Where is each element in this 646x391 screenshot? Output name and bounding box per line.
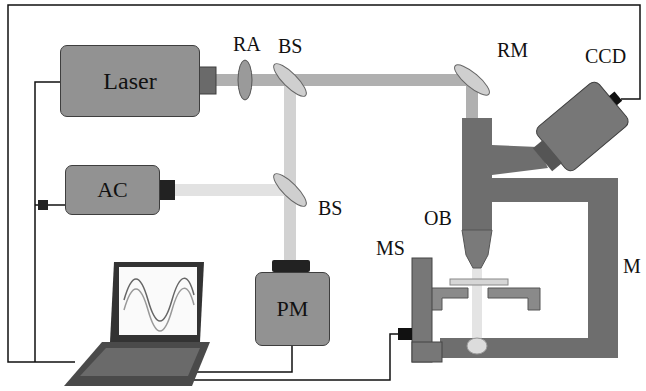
- connector: [38, 200, 48, 210]
- laser-aperture: [199, 67, 216, 94]
- laptop: [64, 262, 210, 386]
- sample: [450, 279, 508, 285]
- part-label: RA: [233, 34, 261, 54]
- instrument-box: Laser: [60, 45, 200, 117]
- sample-stage: [488, 288, 540, 310]
- beam: [284, 86, 296, 264]
- part-label: OB: [424, 208, 452, 228]
- cable: [8, 5, 640, 362]
- ccd-camera: [525, 75, 637, 182]
- detector-head: [272, 260, 310, 272]
- instrument-box: PM: [255, 272, 330, 346]
- beam: [174, 184, 290, 196]
- part-label: BS: [278, 36, 302, 56]
- objective: [462, 230, 492, 268]
- cable: [35, 82, 60, 362]
- beam-splitter: [269, 169, 310, 210]
- instrument-box: AC: [65, 165, 160, 215]
- microscope-tube: [462, 118, 492, 230]
- instrument-name: PM: [277, 296, 309, 322]
- detector-aperture: [159, 180, 175, 200]
- part-label: CCD: [585, 46, 626, 66]
- connector: [398, 328, 412, 340]
- beam: [215, 74, 477, 86]
- instrument-name: AC: [97, 177, 128, 203]
- lamp: [467, 338, 487, 354]
- beam: [472, 266, 482, 346]
- cables: [8, 5, 640, 380]
- part-label: MS: [376, 238, 405, 258]
- mirror: [451, 60, 494, 99]
- attenuator: [238, 60, 252, 100]
- motorized-stage: [412, 342, 442, 362]
- beam-splitter: [269, 59, 310, 100]
- sample-stage: [430, 288, 468, 310]
- part-label: M: [623, 256, 641, 276]
- part-label: RM: [497, 40, 528, 60]
- part-label: BS: [318, 198, 342, 218]
- instrument-name: Laser: [103, 68, 156, 95]
